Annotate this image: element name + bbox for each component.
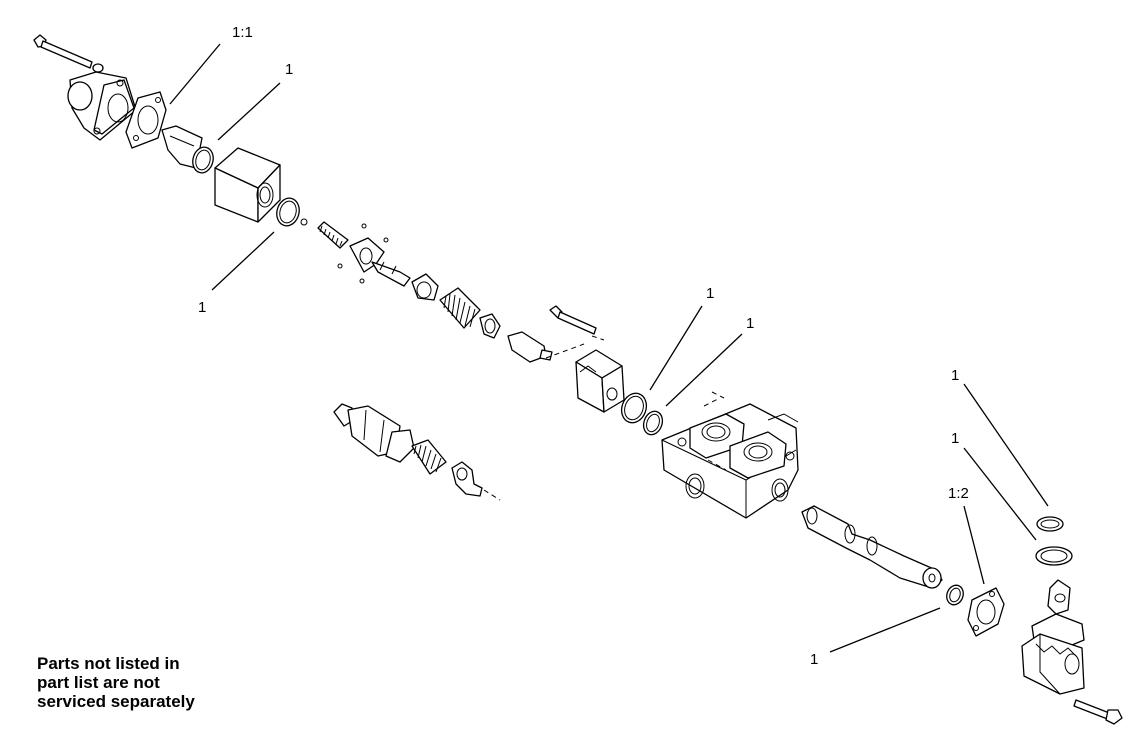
o-ring-cap [192, 146, 214, 174]
spring-seat-upper [411, 273, 439, 301]
leader-line-c4 [649, 305, 703, 391]
spring-seat-lower [479, 313, 501, 339]
callout-label-c7: 1 [951, 430, 959, 447]
detent-balls-set [337, 223, 389, 284]
spool-bolt [507, 331, 553, 363]
handle-housing [1021, 579, 1085, 695]
relief-spring [411, 439, 447, 475]
leader-line-c7 [963, 447, 1037, 541]
assembly-centerline-c [483, 489, 501, 501]
service-note-line-2: part list are not [37, 673, 160, 692]
end-cap-gasket [125, 91, 167, 149]
callout-label-c3: 1 [198, 299, 206, 316]
assembly-centerline-b [703, 391, 727, 471]
assembly-centerline-a [545, 335, 605, 359]
callout-label-c6: 1 [951, 367, 959, 384]
detent-plunger [349, 237, 411, 287]
service-note: Parts not listed in part list are not se… [37, 654, 195, 711]
valve-body [661, 403, 799, 519]
spool-housing-block [214, 147, 281, 223]
leader-line-c3 [211, 231, 275, 291]
leader-line-c9 [829, 607, 941, 653]
callout-label-c2: 1 [285, 61, 293, 78]
service-note-line-3: serviced separately [37, 692, 195, 711]
callout-label-c1: 1:1 [232, 24, 253, 41]
end-cap [67, 71, 137, 141]
callout-label-c4: 1 [706, 285, 714, 302]
relief-poppet [451, 461, 483, 497]
leader-line-c5 [665, 333, 743, 407]
cap-bracket [575, 349, 625, 413]
leader-line-c1 [169, 43, 221, 105]
o-ring-right-small [1036, 516, 1064, 532]
screw-small [549, 305, 597, 335]
callout-label-c8: 1:2 [948, 485, 969, 502]
o-ring-housing [276, 197, 300, 227]
detent-spring [317, 221, 349, 249]
o-ring-body-b [642, 410, 664, 436]
leader-line-c2 [217, 82, 281, 141]
o-ring-body-a [620, 392, 648, 424]
mounting-bolt-right [1073, 699, 1123, 725]
centering-spring [439, 287, 481, 329]
spool-end-gasket [967, 587, 1005, 637]
leader-line-c6 [963, 383, 1049, 507]
main-spool [801, 505, 943, 589]
callout-label-c9: 1 [810, 651, 818, 668]
mounting-bolt-top [33, 34, 104, 73]
relief-valve-cartridge [333, 403, 415, 463]
service-note-line-1: Parts not listed in [37, 654, 180, 673]
o-ring-right-large [1035, 546, 1073, 566]
detent-ball [300, 218, 308, 226]
leader-line-c8 [963, 505, 985, 585]
o-ring-spool-end [946, 584, 964, 606]
callout-label-c5: 1 [746, 315, 754, 332]
